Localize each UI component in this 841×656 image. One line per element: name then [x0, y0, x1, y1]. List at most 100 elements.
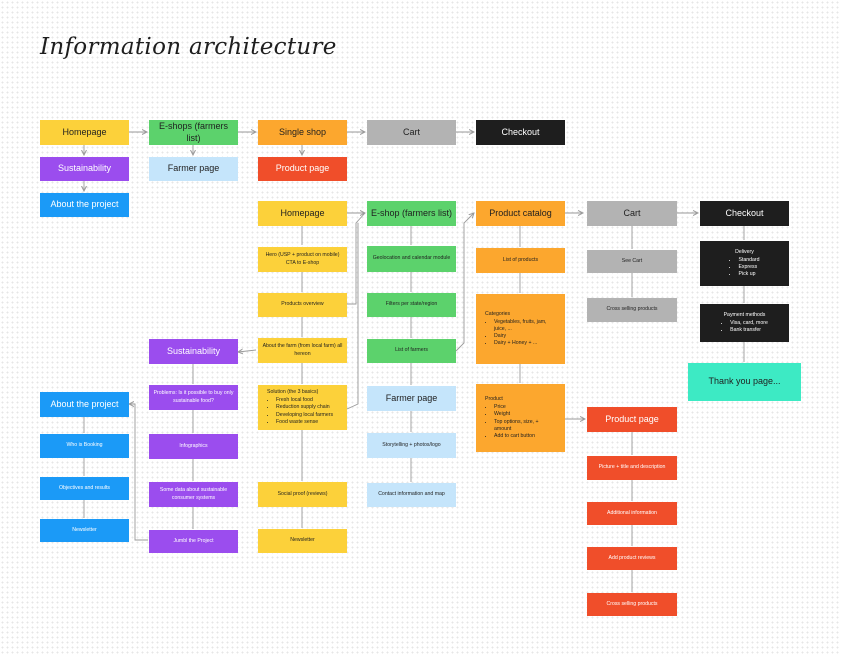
node-label: Homepage	[62, 126, 107, 137]
delivery-item: Express	[738, 264, 759, 271]
delivery-title: Delivery	[735, 248, 754, 255]
connector	[346, 223, 359, 410]
node-label: Sustainability	[57, 163, 112, 174]
node-label: Additional information	[607, 509, 657, 516]
farmer-page-node: Farmer page	[367, 386, 456, 411]
delivery-node: Delivery Standard Express Pick up	[700, 241, 789, 286]
node-label: See Cart	[621, 257, 643, 264]
sustainable-data-node: Some data about sustainable consumer sys…	[149, 482, 238, 507]
picture-title-node: Picture + title and description	[587, 456, 677, 480]
products-list-node: List of products	[476, 248, 565, 273]
top-farmer-page-node: Farmer page	[149, 157, 238, 181]
product-item: Weight	[494, 411, 556, 418]
infographics-node: Infographics	[149, 434, 238, 459]
node-label: Product page	[605, 413, 659, 424]
farmers-list-node: List of farmers	[367, 339, 456, 363]
categories-node: Categories Vegetables, fruits, jam, juic…	[476, 294, 565, 364]
payment-title: Payment methods	[723, 311, 766, 318]
product-page-node: Product page	[587, 407, 677, 432]
jumbl-project-node: Jumbl the Project	[149, 530, 238, 553]
node-label: Newsletter	[72, 526, 97, 533]
node-label: Products overview	[281, 301, 324, 308]
node-label: Picture + title and description	[598, 464, 666, 471]
node-label: About the project	[50, 199, 119, 210]
social-proof-node: Social proof (reviews)	[258, 482, 347, 507]
connector	[347, 212, 366, 305]
delivery-item: Standard	[738, 257, 759, 264]
sustainability-question-node: Problems: Is it possible to buy only sus…	[149, 385, 238, 410]
product-title: Product	[485, 396, 503, 403]
node-label: Farmer page	[167, 163, 220, 174]
about-farm-node: About the farm (from local farm) all her…	[258, 338, 347, 363]
node-label: Hero (USP + product on mobile) CTA to E-…	[265, 252, 340, 266]
product-item: Add to cart button	[494, 433, 556, 440]
storytelling-node: Storytelling + photos/logo	[367, 433, 456, 458]
checkout-node: Checkout	[700, 201, 789, 226]
objectives-node: Objectives and results	[40, 477, 129, 500]
node-label: Objectives and results	[58, 484, 111, 491]
node-label: Single shop	[278, 126, 327, 137]
filters-node: Filters per state/region	[367, 293, 456, 317]
node-label: Filters per state/region	[385, 301, 438, 308]
top-sustainability-node: Sustainability	[40, 157, 129, 181]
solution-node: Solution (the 3 basics) Fresh local food…	[258, 385, 347, 430]
who-node: Who is Booking	[40, 434, 129, 458]
contact-info-node: Contact information and map	[367, 483, 456, 507]
node-label: Newsletter	[290, 537, 315, 544]
sustainability-node: Sustainability	[149, 339, 238, 364]
product-item: Price	[494, 404, 556, 411]
node-label: Farmer page	[385, 392, 438, 403]
eshop-node: E-shop (farmers list)	[367, 201, 456, 226]
payment-item: Bank transfer	[730, 327, 768, 334]
cart-cross-selling-node: Cross selling products	[587, 298, 677, 322]
product-cross-selling-node: Cross selling products	[587, 593, 677, 616]
product-reviews-node: Add product reviews	[587, 547, 677, 570]
node-label: Add product reviews	[608, 554, 656, 561]
node-label: About the farm (from local farm) all her…	[262, 343, 343, 357]
page-title: Information architecture	[40, 34, 337, 60]
node-label: Homepage	[280, 207, 325, 218]
solution-title: Solution (the 3 basics)	[267, 389, 319, 396]
top-product-page-node: Product page	[258, 157, 347, 181]
connector	[455, 213, 474, 352]
node-label: Some data about sustainable consumer sys…	[159, 487, 228, 501]
node-label: Thank you page...	[708, 376, 781, 387]
node-label: Cart	[402, 126, 420, 137]
hero-node: Hero (USP + product on mobile) CTA to E-…	[258, 247, 347, 272]
top-checkout-node: Checkout	[476, 120, 565, 145]
thank-you-node: Thank you page...	[688, 363, 801, 401]
node-label: Storytelling + photos/logo	[382, 441, 441, 448]
node-label: Who is Booking	[66, 442, 103, 449]
geolocation-node: Geolocation and calendar module	[367, 246, 456, 272]
connector	[238, 350, 257, 352]
category-item: Vegetables, fruits, jam, juice, ...	[494, 319, 556, 333]
see-cart-node: See Cart	[587, 250, 677, 273]
node-label: Contact information and map	[378, 491, 445, 498]
node-label: E-shop (farmers list)	[371, 207, 453, 218]
node-label: E-shops (farmers list)	[158, 121, 229, 143]
node-label: Cross selling products	[606, 600, 658, 607]
cart-node: Cart	[587, 201, 677, 226]
payment-methods-node: Payment methods Visa, card, more Bank tr…	[700, 304, 789, 342]
about-newsletter-node: Newsletter	[40, 519, 129, 542]
top-about-project-node: About the project	[40, 193, 129, 217]
node-label: Product catalog	[489, 207, 552, 218]
product-details-node: Product Price Weight Top options, size, …	[476, 384, 565, 452]
node-label: Product page	[275, 163, 330, 174]
additional-info-node: Additional information	[587, 502, 677, 525]
product-item: Top options, size, + amount	[494, 419, 556, 433]
solution-item: Reduction supply chain	[276, 404, 333, 411]
node-label: Infographics	[179, 442, 208, 449]
node-label: Cart	[623, 207, 641, 218]
node-label: Social proof (reviews)	[277, 490, 328, 497]
solution-item: Developing local farmers	[276, 412, 333, 419]
node-label: Geolocation and calendar module	[372, 255, 451, 262]
top-single-shop-node: Single shop	[258, 120, 347, 145]
products-overview-node: Products overview	[258, 293, 347, 317]
about-project-node: About the project	[40, 392, 129, 417]
category-item: Dairy + Honey + ...	[494, 340, 556, 347]
node-label: List of farmers	[395, 347, 428, 354]
product-catalog-node: Product catalog	[476, 201, 565, 226]
node-label: About the project	[50, 398, 119, 409]
node-label: Jumbl the Project	[173, 537, 214, 544]
